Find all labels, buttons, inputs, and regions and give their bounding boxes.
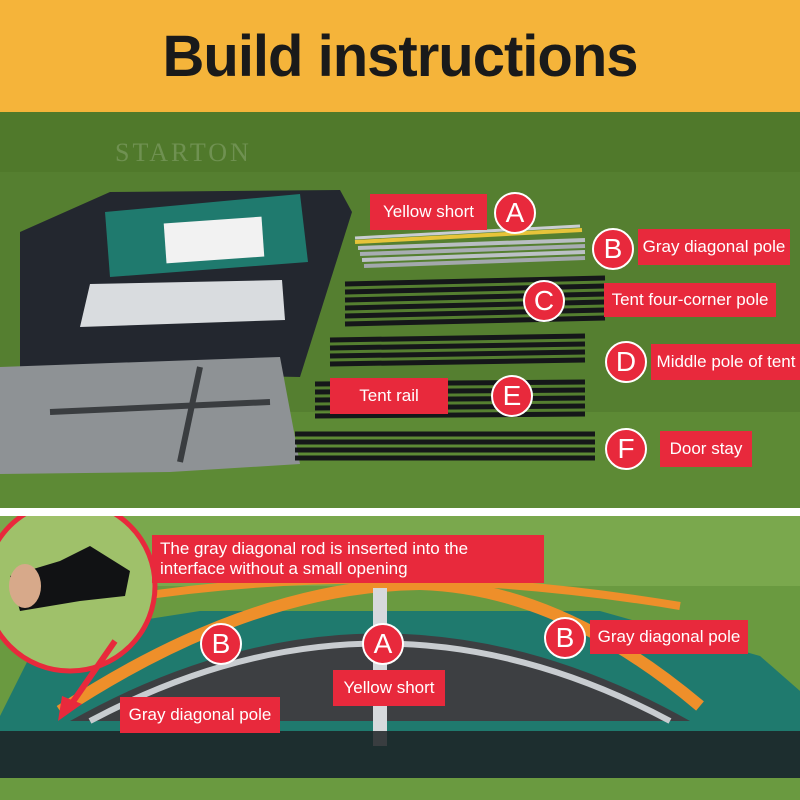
pointer-arrow xyxy=(67,639,118,708)
label-four-corner-pole: Tent four-corner pole xyxy=(604,283,776,317)
label-yellow-short: Yellow short xyxy=(370,194,487,230)
instruction-sheet xyxy=(163,216,265,264)
watermark-text: STARTON xyxy=(115,138,252,167)
badge-b-left: B xyxy=(200,623,242,665)
badge-f: F xyxy=(605,428,647,470)
title-banner: Build instructions xyxy=(0,0,800,112)
badge-a: A xyxy=(494,192,536,234)
middle-poles xyxy=(329,333,586,367)
left-diagonal-pole xyxy=(56,578,421,717)
insertion-note: The gray diagonal rod is inserted into t… xyxy=(152,535,544,583)
badge-b: B xyxy=(592,228,634,270)
label-door-stay: Door stay xyxy=(660,431,752,467)
gray-carry-bag xyxy=(0,357,300,474)
badge-e: E xyxy=(491,375,533,417)
label-middle-pole: Middle pole of tent xyxy=(651,344,800,380)
label-gray-diagonal-pole-right: Gray diagonal pole xyxy=(590,620,748,654)
label-gray-diagonal-pole-left: Gray diagonal pole xyxy=(120,697,280,733)
badge-a-center: A xyxy=(362,623,404,665)
label-tent-rail: Tent rail xyxy=(330,378,448,414)
inset-closeup xyxy=(0,516,158,674)
panel-divider xyxy=(0,508,800,516)
label-gray-diagonal-pole: Gray diagonal pole xyxy=(638,229,790,265)
door-stay-poles xyxy=(295,431,595,461)
label-yellow-short-center: Yellow short xyxy=(333,670,445,706)
page-title: Build instructions xyxy=(162,23,639,89)
right-diagonal-pole xyxy=(419,578,704,711)
badge-b-right: B xyxy=(544,617,586,659)
tent-floor xyxy=(0,731,800,778)
gray-diagonal-poles xyxy=(357,238,586,268)
white-pole-bag xyxy=(80,280,285,327)
yellow-short-poles xyxy=(354,224,583,244)
badge-c: C xyxy=(523,280,565,322)
badge-d: D xyxy=(605,341,647,383)
